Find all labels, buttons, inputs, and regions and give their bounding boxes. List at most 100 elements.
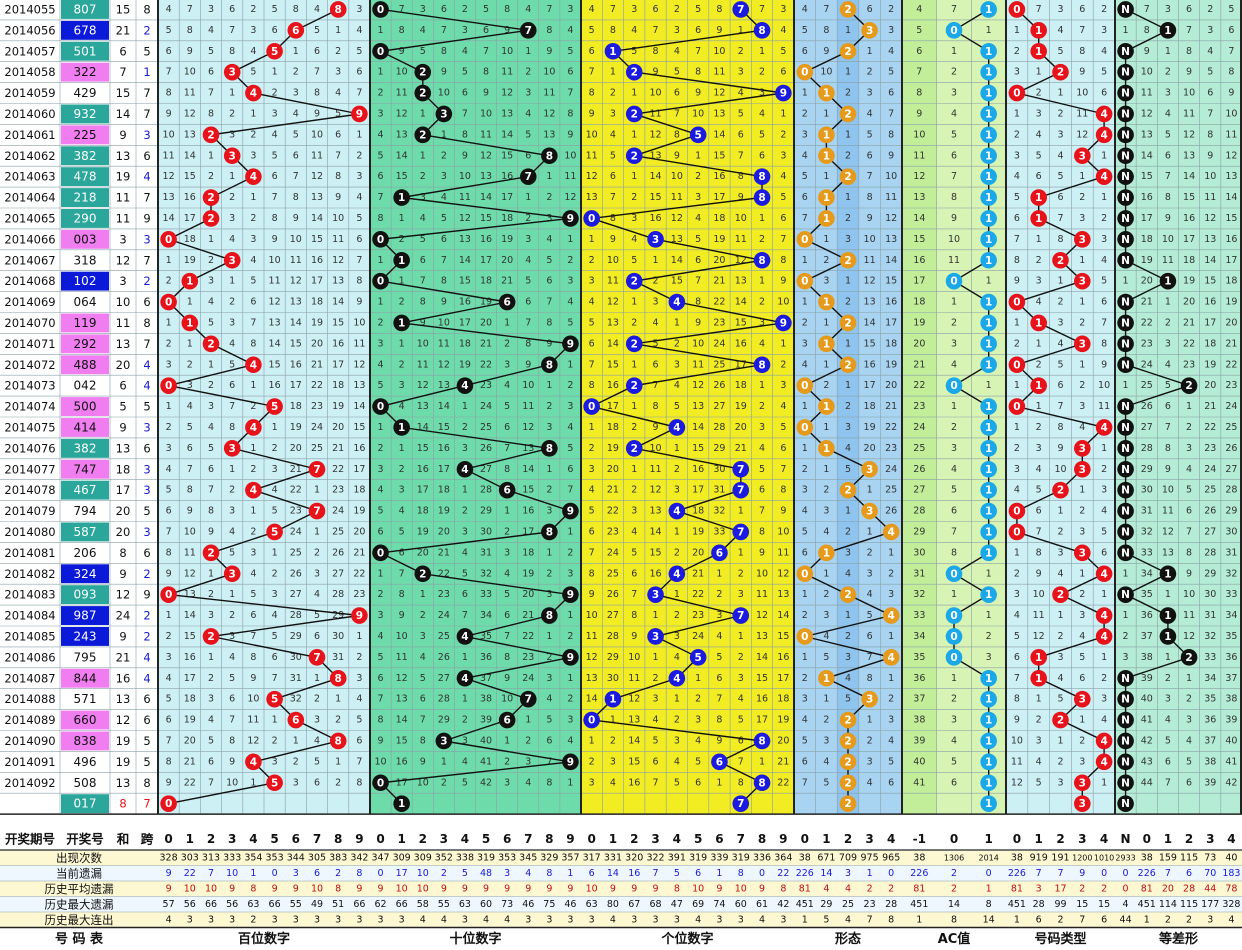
ball-ac: 1: [980, 63, 997, 81]
miss-count: 5: [229, 359, 235, 370]
miss-count: 4: [1165, 359, 1171, 370]
miss-count: 2: [1057, 526, 1063, 537]
miss-count: 1: [399, 276, 405, 287]
miss-count: 3: [1123, 652, 1129, 663]
miss-count: 23: [885, 443, 897, 454]
miss-count: 22: [438, 568, 450, 579]
miss-count: 35: [1204, 694, 1216, 705]
miss-count: 2: [1186, 422, 1192, 433]
miss-count: 1: [208, 234, 214, 245]
miss-count: 8: [589, 568, 595, 579]
miss-count: 6: [250, 297, 256, 308]
stat-value: 357: [561, 852, 579, 863]
miss-count: 7: [272, 673, 278, 684]
miss-count: 27: [607, 610, 619, 621]
miss-count: 12: [1076, 129, 1088, 140]
miss-count: 14: [522, 464, 534, 475]
miss-count: 1: [272, 422, 278, 433]
header-digit: 7: [313, 832, 321, 846]
miss-count: 9: [378, 735, 384, 746]
miss-count: 3: [567, 568, 573, 579]
miss-count: 12: [735, 255, 747, 266]
miss-count: 3: [1186, 715, 1192, 726]
miss-count: 1: [1101, 589, 1107, 600]
span-cell: 7: [143, 107, 150, 121]
miss-count: 14: [501, 129, 513, 140]
sum-cell: 14: [116, 107, 131, 121]
stat-value: 338: [456, 852, 474, 863]
miss-count: 4: [504, 380, 510, 391]
miss-count: 2: [250, 213, 256, 224]
miss-count: 1: [631, 129, 637, 140]
miss-count: 1: [166, 610, 172, 621]
miss-count: 39: [1204, 777, 1216, 788]
sum-cell: 9: [119, 567, 126, 581]
ball-hundreds: 5: [266, 398, 283, 415]
miss-count: 11: [290, 255, 302, 266]
miss-count: 20: [501, 255, 513, 266]
period-cell: 2014069: [4, 295, 55, 309]
miss-count: 9: [166, 108, 172, 119]
ball-form: 1: [818, 335, 835, 353]
miss-count: 32: [1141, 526, 1153, 537]
svg-text:0: 0: [377, 401, 384, 413]
stat-value: 2: [250, 914, 256, 925]
miss-count: 18: [1183, 255, 1195, 266]
miss-count: 20: [777, 735, 789, 746]
sum-cell: 9: [119, 420, 126, 434]
miss-count: 20: [735, 422, 747, 433]
miss-count: 8: [378, 213, 384, 224]
number-cell-bg: [61, 418, 109, 437]
header-digit: 1: [1035, 832, 1043, 846]
header-digit: 4: [461, 832, 469, 846]
miss-count: 29: [913, 526, 925, 537]
sum-cell: 21: [116, 650, 131, 664]
miss-count: 19: [501, 234, 513, 245]
miss-count: 7: [1036, 526, 1042, 537]
ball-form: 1: [818, 189, 835, 206]
ball-units: 0: [583, 210, 600, 227]
svg-text:N: N: [1121, 589, 1130, 601]
ball-type: 1: [1030, 42, 1047, 60]
miss-count: 2: [314, 547, 320, 558]
stat-value: 3: [716, 914, 722, 925]
miss-count: 13: [1225, 171, 1237, 182]
svg-text:9: 9: [567, 338, 574, 350]
stat-value: 8: [546, 868, 552, 879]
miss-count: 1: [986, 610, 992, 621]
span-cell: 4: [143, 358, 150, 372]
stat-value: 49: [311, 899, 323, 910]
stat-value: 319: [689, 852, 707, 863]
miss-count: 4: [845, 443, 851, 454]
miss-count: 25: [713, 359, 725, 370]
stat-value: 51: [332, 899, 344, 910]
span-cell: 2: [143, 609, 150, 623]
ball-tens: 1: [393, 189, 410, 206]
miss-count: 1: [589, 422, 595, 433]
miss-count: 26: [480, 443, 492, 454]
miss-count: 10: [777, 526, 789, 537]
miss-count: 3: [208, 610, 214, 621]
miss-count: 5: [314, 610, 320, 621]
miss-count: 15: [1141, 171, 1153, 182]
number-cell-bg: [61, 627, 109, 646]
ball-tens: 8: [541, 607, 558, 624]
stat-value: 4: [1123, 899, 1129, 910]
stat-value: 1: [250, 868, 256, 879]
miss-count: 8: [1165, 192, 1171, 203]
miss-count: 20: [885, 380, 897, 391]
period-cell: 2014071: [4, 337, 55, 351]
ball-hundreds: 0: [160, 795, 177, 812]
ball-type: 1: [1030, 314, 1047, 332]
ball-form: 3: [861, 502, 878, 520]
miss-count: 5: [738, 108, 744, 119]
miss-count: 15: [332, 317, 344, 328]
miss-count: 5: [462, 777, 468, 788]
miss-count: 30: [290, 652, 302, 663]
ball-units: 7: [732, 523, 750, 541]
svg-text:1: 1: [985, 735, 992, 747]
header-digit: 9: [779, 832, 787, 846]
miss-count: 29: [290, 631, 302, 642]
